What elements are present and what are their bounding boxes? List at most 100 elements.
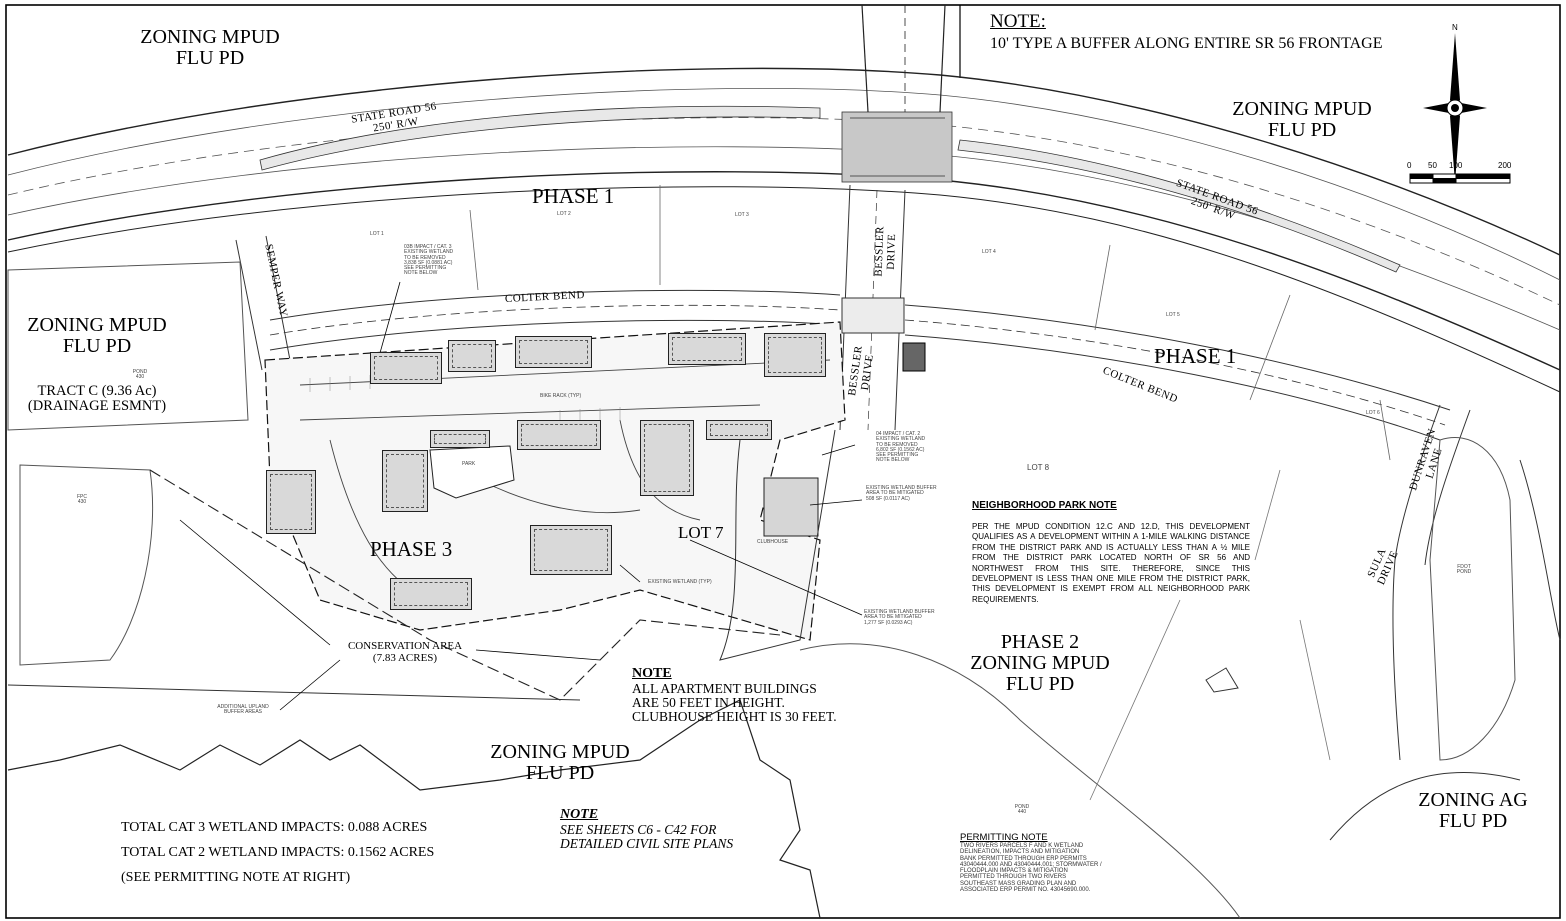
scale-bar [1409,173,1511,184]
buffer-line: AREA TO BE MITIGATED [866,490,924,497]
sheets-note-title: NOTE [560,807,599,822]
sheets-note: NOTE SEE SHEETS C6 - C42 FOR DETAILED CI… [560,807,734,851]
pond-line: POND [1014,804,1030,810]
lot-label: LOT 5 [1166,312,1180,318]
pond-line: POND [132,369,148,375]
impact-03b-note: 03B IMPACT / CAT. 3 EXISTING WETLAND TO … [404,244,454,277]
building [668,333,746,365]
lot-label: LOT 3 [735,212,749,218]
total-line: (SEE PERMITTING NOTE AT RIGHT) [121,870,351,886]
zoning-line: ZONING AG [1418,789,1528,811]
impact-line: 03B IMPACT / CAT. 3 [404,244,452,250]
bessler-north-label: BESSLER DRIVE [873,221,898,282]
fdot-pond-boundary [1429,437,1516,761]
sheets-note-line: DETAILED CIVIL SITE PLANS [560,835,734,851]
building [370,352,442,384]
phase3-label: PHASE 3 [370,537,453,561]
zoning-line: FLU PD [525,762,595,784]
lot7-boundary [719,429,836,661]
wetland-boundary [7,699,821,919]
impact-04-note: 04 IMPACT / CAT. 2 EXISTING WETLAND TO B… [876,431,925,464]
phase1-east-label: PHASE 1 [1154,344,1237,368]
zoning-ne: ZONING MPUD FLU PD [1212,99,1392,141]
building [266,470,316,534]
buffer-line: 508 SF (0.0117 AC) [866,495,910,502]
median-island [957,139,1401,273]
permitting-line: TWO RIVERS PARCELS F AND K WETLAND [960,842,1084,849]
tract-line: (DRAINAGE ESMNT) [27,398,167,415]
pond-440-label: POND 440 [1010,804,1034,816]
building [640,420,694,496]
permitting-line: SOUTHEAST MASS GRADING PLAN AND [960,880,1077,887]
zoning-nw: ZONING MPUD FLU PD [120,27,300,69]
lot-lines [469,185,1391,461]
small-parcel [1205,667,1239,693]
tract-line: TRACT C (9.36 Ac) [37,383,157,399]
pond-430-label: POND 430 [128,369,152,381]
leader-lines [179,281,863,711]
permitting-line: PERMITTED THROUGH TWO RIVERS [960,874,1067,881]
buffer-mitigation-note: EXISTING WETLAND BUFFER AREA TO BE MITIG… [864,609,935,626]
zoning-line: FLU PD [175,47,245,69]
height-note-line: ALL APARTMENT BUILDINGS [632,680,817,696]
header-note-title: NOTE: [990,11,1046,32]
north-letter: N [1452,23,1458,32]
impact-line: SEE PERMITTING [404,265,447,271]
upland-line: ADDITIONAL UPLAND [217,704,269,710]
existing-wetland-label: EXISTING WETLAND (TYP) [648,579,712,585]
scale-tick: 200 [1498,161,1512,170]
zoning-line: ZONING MPUD [27,314,167,336]
pond-line: FPC [77,494,87,500]
lot-label: LOT 6 [1366,410,1380,416]
pond-440-boundary [799,643,1241,919]
impact-line: 6,802 SF (0.1562 AC) [876,446,925,453]
scale-tick: 0 [1407,161,1412,170]
zoning-line: ZONING MPUD [1232,98,1372,120]
header-note-text: 10' TYPE A BUFFER ALONG ENTIRE SR 56 FRO… [990,35,1383,52]
phase3-south-line [7,684,581,701]
phase1-west-label: PHASE 1 [532,184,615,208]
pond-line: 430 [77,499,87,506]
pond-line: 430 [135,374,145,381]
scale-tick: 100 [1449,161,1463,170]
building [382,450,428,512]
zoning-w: ZONING MPUD FLU PD [8,315,186,357]
median-island [259,105,821,171]
zoning-line: FLU PD [1005,673,1075,695]
impact-line: TO BE REMOVED [876,441,918,448]
building [706,420,772,440]
upland-buffer-label: ADDITIONAL UPLAND BUFFER AREAS [205,704,281,716]
east-edge-boundary [1329,459,1561,841]
building [430,430,490,448]
lot-label: LOT 1 [370,231,384,237]
tract-c-boundary [7,261,249,431]
park-label: PARK [462,461,476,467]
building [448,340,496,372]
permitting-line: BANK PERMITTED THROUGH ERP PERMITS [960,855,1087,862]
permitting-line: FLOODPLAIN IMPACTS & MITIGATION [960,868,1068,875]
impact-line: NOTE BELOW [404,270,438,277]
impact-line: 04 IMPACT / CAT. 2 [876,431,921,437]
park-note-title: NEIGHBORHOOD PARK NOTE [972,500,1117,511]
total-line: TOTAL CAT 2 WETLAND IMPACTS: 0.1562 ACRE… [121,845,435,861]
permitting-line: DELINEATION, IMPACTS AND MITIGATION [960,849,1080,856]
fpc-430-label: FPC 430 [70,494,94,506]
zoning-line: FLU PD [1267,119,1337,141]
park-note-text: PER THE MPUD CONDITION 12.C AND 12.D, TH… [972,522,1250,604]
impact-line: SEE PERMITTING [876,452,919,458]
building [530,525,612,575]
conservation-line: (7.83 ACRES) [372,651,438,664]
zoning-line: FLU PD [62,335,132,357]
building [390,578,472,610]
wetland-totals: TOTAL CAT 3 WETLAND IMPACTS: 0.088 ACRES… [121,815,434,891]
buffer-line: 1,277 SF (0.0293 AC) [864,619,913,626]
building [764,333,826,377]
tract-c-label: TRACT C (9.36 Ac) (DRAINAGE ESMNT) [8,383,186,415]
road-pad [902,342,926,372]
permitting-title: PERMITTING NOTE [960,832,1048,843]
impact-line: EXISTING WETLAND [404,249,454,256]
north-road [861,4,946,113]
dunraven-lane [1392,404,1471,761]
zoning-line: ZONING MPUD [970,652,1110,674]
